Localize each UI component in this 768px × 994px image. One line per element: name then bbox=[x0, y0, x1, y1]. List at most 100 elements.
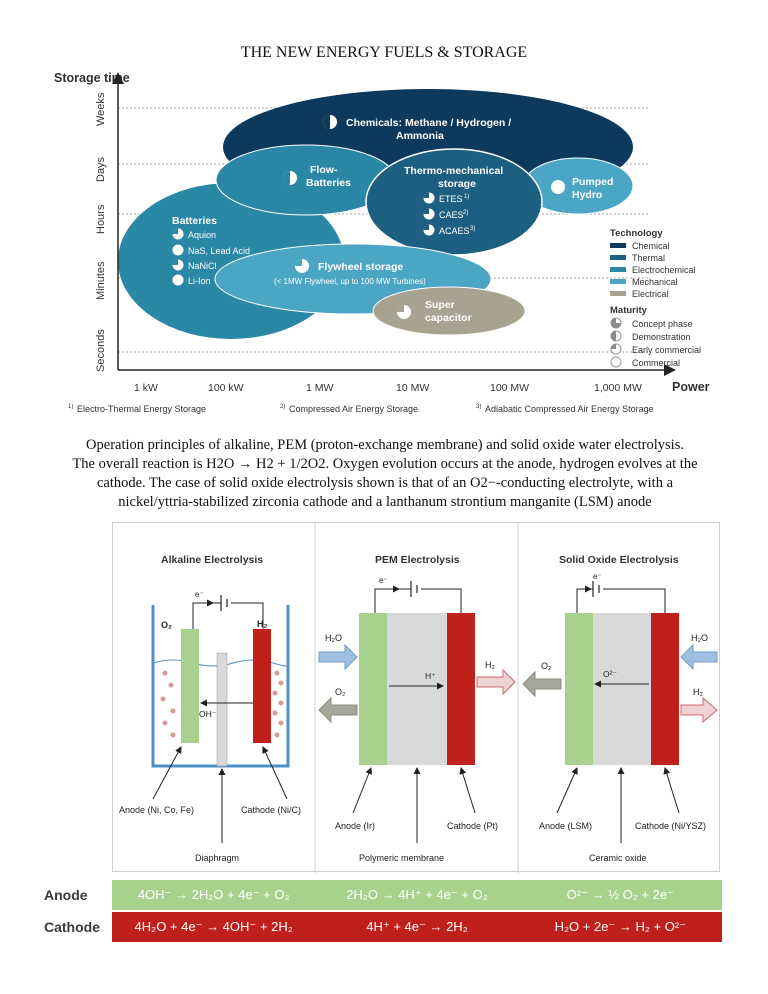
legend-label-mechanical: Mechanical bbox=[632, 277, 678, 287]
legend-label-electrical: Electrical bbox=[632, 289, 669, 299]
super-capacitor-label-line2: capacitor bbox=[425, 312, 472, 324]
pem-o2-label: O₂ bbox=[335, 687, 346, 697]
technology-legend: Technology Chemical Thermal Electrochemi… bbox=[610, 228, 696, 299]
footnote-2: Compressed Air Energy Storage bbox=[289, 404, 418, 414]
li-ion-maturity-icon bbox=[172, 274, 184, 286]
thermo-label-line1: Thermo-mechanical bbox=[404, 165, 503, 177]
pem-anode-reaction: 2H₂O → 4H⁺ + 4e⁻ + O₂ bbox=[346, 887, 488, 902]
hydrogen-bubbles bbox=[272, 670, 284, 738]
battery-item-nas: NaS, Lead Acid bbox=[188, 246, 250, 256]
alkaline-cathode bbox=[253, 629, 271, 743]
pumped-hydro-label-line1: Pumped bbox=[572, 176, 613, 188]
battery-item-nanicl: NaNiCl bbox=[188, 261, 217, 271]
legend-swatch-thermal bbox=[610, 255, 626, 260]
soe-o2minus-label: O²⁻ bbox=[603, 669, 617, 679]
caption-line-3: cathode. The case of solid oxide electro… bbox=[96, 475, 674, 491]
alkaline-title: Alkaline Electrolysis bbox=[161, 554, 263, 566]
maturity-label-demonstration: Demonstration bbox=[632, 332, 691, 342]
soe-ceramic-label: Ceramic oxide bbox=[589, 853, 647, 863]
alkaline-electron-label: e⁻ bbox=[195, 590, 204, 599]
soe-electron-label: e⁻ bbox=[593, 572, 602, 581]
electrolysis-diagram: Alkaline Electrolysis e⁻ O₂ H₂ OH⁻ Anode… bbox=[112, 522, 720, 873]
pem-electron-label: e⁻ bbox=[379, 576, 388, 585]
footnote-2-sup: 2) bbox=[280, 404, 285, 410]
y-tick-minutes: Minutes bbox=[95, 261, 107, 300]
technology-legend-title: Technology bbox=[610, 228, 663, 239]
battery-item-aquion: Aquion bbox=[188, 230, 216, 240]
pem-cathode-reaction: 4H⁺ + 4e⁻ → 2H₂ bbox=[366, 919, 468, 934]
x-tick-1kw: 1 kW bbox=[134, 382, 158, 394]
anode-reaction-cells: 4OH⁻ → 2H₂O + 4e⁻ + O₂ 2H₂O → 4H⁺ + 4e⁻ … bbox=[112, 880, 722, 910]
soe-h2o-label: H₂O bbox=[691, 633, 708, 643]
cathode-reaction-row: Cathode 4H₂O + 4e⁻ → 4OH⁻ + 2H₂ 4H⁺ + 4e… bbox=[40, 912, 722, 942]
alkaline-o2-label: O₂ bbox=[161, 620, 172, 630]
y-tick-weeks: Weeks bbox=[95, 92, 107, 126]
legend-label-chemical: Chemical bbox=[632, 241, 670, 251]
footnote-1: Electro-Thermal Energy Storage bbox=[77, 404, 206, 414]
y-tick-seconds: Seconds bbox=[95, 329, 107, 372]
page-title: THE NEW ENERGY FUELS & STORAGE bbox=[240, 44, 528, 61]
footnote-3: Adiabatic Compressed Air Energy Storage bbox=[485, 404, 654, 414]
caption-line-2: The overall reaction is H2O → H2 + 1/2O2… bbox=[72, 456, 698, 472]
legend-swatch-mechanical bbox=[610, 279, 626, 284]
thermo-sup-etes: 1) bbox=[464, 194, 469, 200]
legend-swatch-electrochemical bbox=[610, 267, 626, 272]
soe-o2-label: O₂ bbox=[541, 661, 552, 671]
chemicals-label-line2: Ammonia bbox=[396, 130, 444, 142]
soe-title: Solid Oxide Electrolysis bbox=[559, 554, 679, 566]
cathode-row-label: Cathode bbox=[44, 919, 100, 935]
maturity-label-concept: Concept phase bbox=[632, 319, 693, 329]
y-tick-hours: Hours bbox=[95, 204, 107, 234]
soe-water-in-arrow bbox=[680, 643, 718, 671]
storage-technology-chart: Storage time Power Weeks Days Hours Minu… bbox=[48, 64, 728, 424]
alkaline-anode-label: Anode (Ni, Co, Fe) bbox=[119, 805, 194, 815]
soe-cathode bbox=[651, 613, 679, 765]
legend-label-thermal: Thermal bbox=[632, 253, 665, 263]
maturity-fill bbox=[323, 115, 330, 129]
y-axis-title: Storage time bbox=[54, 71, 130, 85]
flow-batteries-label-line2: Batteries bbox=[306, 177, 351, 189]
pem-hplus-label: H⁺ bbox=[425, 671, 436, 681]
alkaline-anode bbox=[181, 629, 199, 743]
legend-swatch-chemical bbox=[610, 243, 626, 248]
maturity-label-early-commercial: Early commercial bbox=[632, 345, 701, 355]
thermo-item-acaes: ACAES bbox=[439, 226, 470, 236]
flywheel-label-line2: (< 1MW Flywheel, up to 100 MW Turbines) bbox=[274, 277, 426, 286]
caption-line-4: nickel/yttria-stabilized zirconia cathod… bbox=[118, 494, 652, 510]
alkaline-diaphragm bbox=[216, 652, 228, 767]
soe-cathode-reaction: H₂O + 2e⁻ → H₂ + O²⁻ bbox=[554, 919, 687, 934]
footnote-3-sup: 3) bbox=[476, 404, 481, 410]
footnote-1-sup: 1) bbox=[68, 404, 73, 410]
x-tick-100mw: 100 MW bbox=[490, 382, 529, 394]
soe-anode bbox=[565, 613, 593, 765]
thermo-item-caes: CAES bbox=[439, 210, 464, 220]
soe-h2-label: H₂ bbox=[693, 687, 703, 697]
y-tick-days: Days bbox=[95, 156, 107, 182]
maturity-legend-title: Maturity bbox=[610, 305, 648, 316]
soe-o2-out-arrow bbox=[522, 670, 562, 698]
alkaline-anode-reaction: 4OH⁻ → 2H₂O + 4e⁻ + O₂ bbox=[137, 887, 290, 902]
flow-batteries-label-line1: Flow- bbox=[310, 164, 338, 176]
figure-caption: Operation principles of alkaline, PEM (p… bbox=[40, 436, 730, 512]
battery-item-li-ion: Li-Ion bbox=[188, 276, 211, 286]
thermo-sup-caes: 2) bbox=[463, 210, 468, 216]
pem-membrane-label: Polymeric membrane bbox=[359, 853, 444, 863]
commercial-icon bbox=[610, 356, 622, 368]
soe-anode-reaction: O²⁻ → ½ O₂ + 2e⁻ bbox=[566, 887, 674, 902]
legend-swatch-electrical bbox=[610, 291, 626, 296]
pem-h2-out-arrow bbox=[476, 668, 516, 696]
legend-label-electrochemical: Electrochemical bbox=[632, 265, 696, 275]
pem-h2o-label: H₂O bbox=[325, 633, 342, 643]
cathode-reaction-cells: 4H₂O + 4e⁻ → 4OH⁻ + 2H₂ 4H⁺ + 4e⁻ → 2H₂ … bbox=[112, 912, 722, 942]
pem-anode-label: Anode (Ir) bbox=[335, 821, 375, 831]
pumped-hydro-maturity-icon bbox=[551, 180, 565, 194]
pem-membrane bbox=[387, 613, 447, 765]
soe-electrolyte bbox=[593, 613, 651, 765]
alkaline-cathode-reaction: 4H₂O + 4e⁻ → 4OH⁻ + 2H₂ bbox=[134, 919, 293, 934]
pem-cathode bbox=[447, 613, 475, 765]
x-tick-100kw: 100 kW bbox=[208, 382, 244, 394]
soe-anode-label: Anode (LSM) bbox=[539, 821, 592, 831]
x-tick-1mw: 1 MW bbox=[306, 382, 334, 394]
flywheel-label-line1: Flywheel storage bbox=[318, 261, 403, 273]
soe-h2-out-arrow bbox=[680, 696, 718, 724]
